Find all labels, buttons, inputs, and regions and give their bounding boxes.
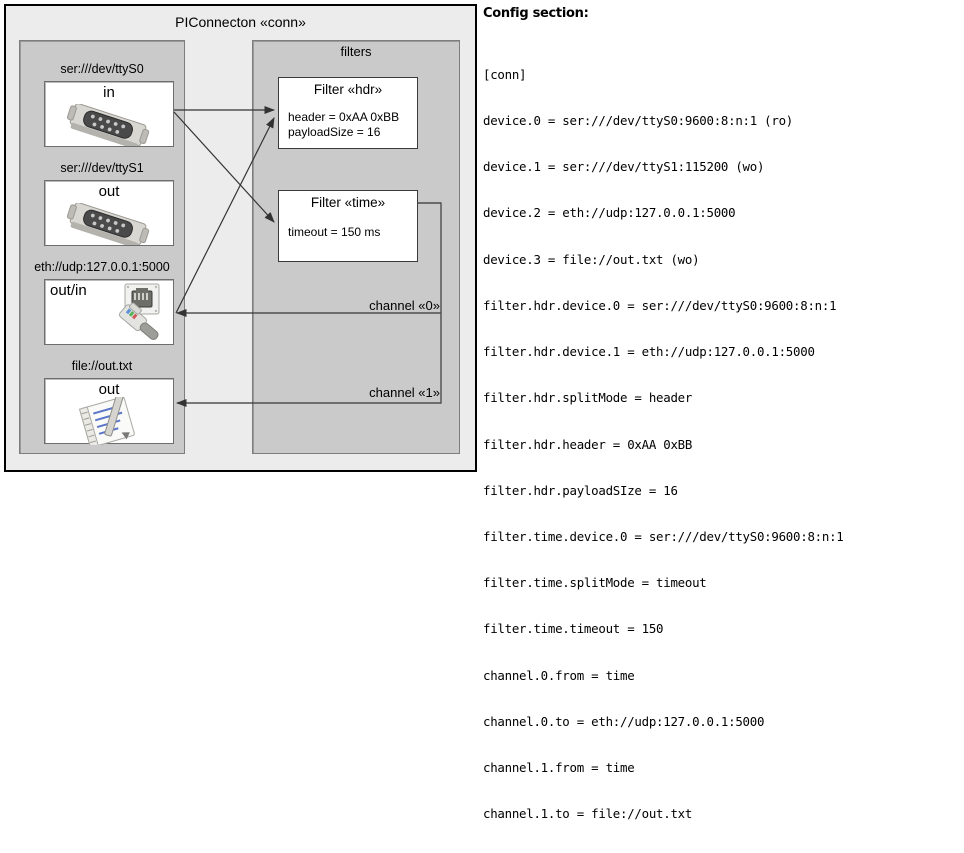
device-label-2: eth://udp:127.0.0.1:5000 [34,260,170,274]
filter-hdr-prop-0: header = 0xAA 0xBB [288,110,400,124]
device-io-2: out/in [50,282,87,299]
serial-port-icon [63,202,155,250]
filter-time-prop-0: timeout = 150 ms [288,225,381,239]
device-box-0[interactable]: in [44,81,174,150]
device-io-1: out [98,183,120,200]
device-label-3: file://out.txt [71,359,133,373]
serial-port-icon [63,103,155,151]
config-line: channel.1.from = time [483,760,635,776]
device-label-1: ser:///dev/ttyS1 [60,161,144,175]
architecture-diagram: PIConnecton «conn» ser:///dev/ttyS0 in [4,4,477,472]
config-line: device.2 = eth://udp:127.0.0.1:5000 [483,205,736,221]
config-line: device.1 = ser:///dev/ttyS1:115200 (wo) [483,159,765,175]
ethernet-jack-icon [105,282,173,349]
config-line: device.3 = file://out.txt (wo) [483,251,700,267]
config-line: filter.time.splitMode = timeout [483,575,707,591]
filters-panel-title: filters [340,44,372,59]
device-box-2[interactable]: out/in [44,279,174,345]
config-line: filter.hdr.splitMode = header [483,390,693,406]
text-file-icon [70,394,152,450]
config-line: channel.0.to = eth://udp:127.0.0.1:5000 [483,713,765,729]
device-label-0: ser:///dev/ttyS0 [60,62,144,76]
config-line: filter.hdr.header = 0xAA 0xBB [483,436,693,452]
config-heading: Config section: [483,6,589,21]
filter-time-title: Filter «time» [310,195,386,210]
config-line: filter.time.timeout = 150 [483,621,664,637]
config-line: channel.0.from = time [483,667,635,683]
channel-label-1: channel «1» [369,385,440,400]
config-line: filter.hdr.device.0 = ser:///dev/ttyS0:9… [483,297,837,313]
device-io-3: out [98,381,120,398]
channel-label-0: channel «0» [369,298,440,313]
device-box-1[interactable]: out [44,180,174,249]
filter-hdr-prop-1: payloadSize = 16 [288,125,381,139]
device-box-3[interactable]: out [44,378,174,449]
filter-box-hdr[interactable]: Filter «hdr» header = 0xAA 0xBB payloadS… [278,77,418,149]
config-line: filter.hdr.device.1 = eth://udp:127.0.0.… [483,344,815,360]
diagram-title: PIConnecton «conn» [175,14,306,30]
config-line: device.0 = ser:///dev/ttyS0:9600:8:n:1 (… [483,113,794,129]
config-line: [conn] [483,66,527,82]
config-line: filter.hdr.payloadSIze = 16 [483,482,678,498]
filter-box-time[interactable]: Filter «time» timeout = 150 ms [278,190,418,262]
device-io-0: in [103,84,115,101]
config-section: Config section: [conn] device.0 = ser://… [483,6,961,853]
config-line: channel.1.to = file://out.txt [483,806,693,822]
filter-hdr-title: Filter «hdr» [313,82,383,97]
config-line: filter.time.device.0 = ser:///dev/ttyS0:… [483,529,844,544]
config-text-block: [conn] device.0 = ser:///dev/ttyS0:9600:… [483,36,961,853]
